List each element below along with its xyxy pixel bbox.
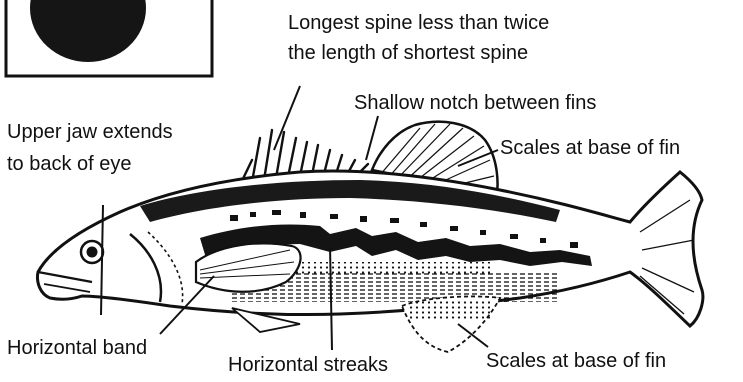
label-shallow-notch: Shallow notch between fins [354,91,596,115]
label-upper-jaw-line2: to back of eye [7,152,132,176]
label-longest-spine-line2: the length of shortest spine [288,41,528,65]
label-scales-anal: Scales at base of fin [486,349,666,373]
inset-box [6,0,212,76]
label-horizontal-streaks: Horizontal streaks [228,353,388,377]
label-upper-jaw-line1: Upper jaw extends [7,120,173,144]
eye-pupil [87,247,98,258]
label-horizontal-band: Horizontal band [7,336,147,360]
leader-shallow-notch [366,116,378,160]
label-scales-dorsal: Scales at base of fin [500,136,680,160]
belly-scales [290,262,490,276]
anal-fin-scales [410,300,490,320]
label-longest-spine-line1: Longest spine less than twice [288,11,549,35]
